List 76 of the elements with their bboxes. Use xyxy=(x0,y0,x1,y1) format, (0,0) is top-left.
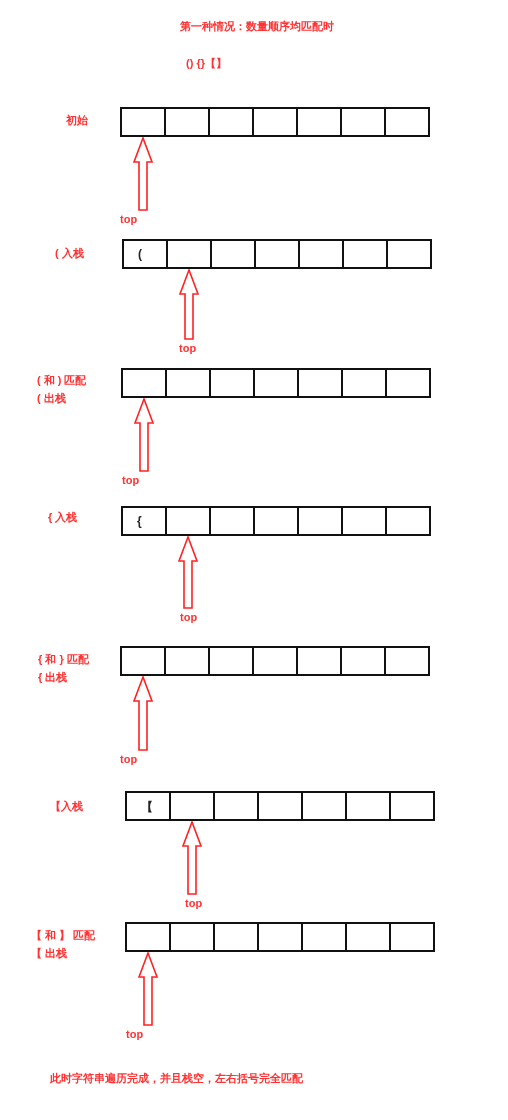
stack-cell: { xyxy=(121,506,167,536)
stack-cell xyxy=(166,239,212,269)
stack-cell xyxy=(254,239,300,269)
stack-cell xyxy=(389,791,435,821)
stack-cell xyxy=(252,107,298,137)
bracket-list: () {}【】 xyxy=(186,57,227,70)
pointer-label: top xyxy=(126,1028,144,1041)
stack-cell xyxy=(209,506,255,536)
stack-cell xyxy=(213,922,259,952)
step-label: { 出栈 xyxy=(38,671,68,684)
stack-cell xyxy=(169,791,215,821)
pointer-label: top xyxy=(179,342,197,355)
stack-cell xyxy=(164,107,210,137)
pointer-arrow xyxy=(137,950,159,1026)
stack-cell xyxy=(345,791,391,821)
pointer-arrow xyxy=(132,674,154,751)
pointer-arrow xyxy=(181,819,203,895)
step-label: ( 入栈 xyxy=(55,247,84,260)
stack-cell xyxy=(125,922,171,952)
stack-cell xyxy=(169,922,215,952)
stack-cell xyxy=(164,646,210,676)
stack-cell xyxy=(301,922,347,952)
stack-cell xyxy=(210,239,256,269)
stack-cell xyxy=(385,368,431,398)
stack-cell xyxy=(165,506,211,536)
stack-cell xyxy=(385,506,431,536)
stack-cell xyxy=(340,646,386,676)
stack-cell xyxy=(341,368,387,398)
step-label: { 和 } 匹配 xyxy=(38,653,89,666)
stack-cell xyxy=(120,646,166,676)
stack-cell xyxy=(213,791,259,821)
pointer-label: top xyxy=(120,213,138,226)
stack-cell xyxy=(297,368,343,398)
stack-cell xyxy=(253,368,299,398)
title: 第一种情况：数量顺序均匹配时 xyxy=(180,20,334,33)
pointer-arrow xyxy=(133,396,155,472)
stack-cell xyxy=(208,646,254,676)
step-label: { 入栈 xyxy=(48,511,78,524)
pointer-label: top xyxy=(185,897,203,910)
step-label: ( 出栈 xyxy=(37,392,66,405)
pointer-arrow xyxy=(177,534,199,609)
stack-cell xyxy=(120,107,166,137)
stack-cell xyxy=(165,368,211,398)
stack-cell xyxy=(253,506,299,536)
stack-cell xyxy=(386,239,432,269)
step-label: 【入栈 xyxy=(50,800,83,813)
stack-cell: ( xyxy=(122,239,168,269)
stack-cell xyxy=(389,922,435,952)
pointer-label: top xyxy=(180,611,198,624)
stack-cell xyxy=(208,107,254,137)
stack-cell xyxy=(298,239,344,269)
stack-cell xyxy=(296,646,342,676)
stack-cell xyxy=(257,791,303,821)
stack-cell xyxy=(384,107,430,137)
conclusion-note: 此时字符串遍历完成，并且栈空，左右括号完全匹配 xyxy=(50,1072,303,1085)
stack-cell xyxy=(384,646,430,676)
stack-cell xyxy=(345,922,391,952)
pointer-label: top xyxy=(122,474,140,487)
step-label: 【 和 】 匹配 xyxy=(31,929,96,942)
step-label: 初始 xyxy=(66,114,88,127)
step-label: 【 出栈 xyxy=(31,947,68,960)
stack-cell xyxy=(209,368,255,398)
stack-cell xyxy=(301,791,347,821)
stack-cell: 【 xyxy=(125,791,171,821)
stack-cell xyxy=(342,239,388,269)
stack-cell xyxy=(121,368,167,398)
stack-cell xyxy=(296,107,342,137)
pointer-arrow xyxy=(132,135,154,211)
pointer-arrow xyxy=(178,267,200,340)
step-label: ( 和 ) 匹配 xyxy=(37,374,87,387)
stack-cell xyxy=(297,506,343,536)
stack-cell xyxy=(257,922,303,952)
pointer-label: top xyxy=(120,753,138,766)
stack-cell xyxy=(341,506,387,536)
stack-cell xyxy=(340,107,386,137)
stack-cell xyxy=(252,646,298,676)
